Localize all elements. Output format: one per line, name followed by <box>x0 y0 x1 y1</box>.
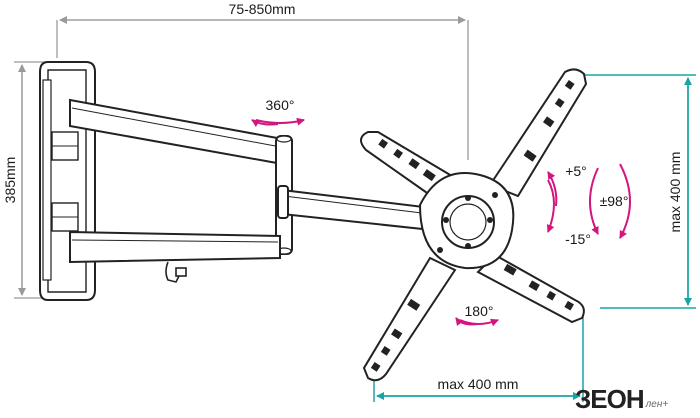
brand-logo: ЗЕОН лен+ <box>575 382 668 412</box>
max-horizontal-label: max 400 mm <box>438 376 519 392</box>
plate-rotation-label: 180° <box>465 303 494 319</box>
width-range-label: 75-850mm <box>229 1 296 17</box>
arm-swivel-arrow <box>251 117 305 128</box>
swivel-arrow <box>589 163 631 239</box>
lower-arm <box>69 230 281 264</box>
logo-text: ЗЕОН <box>575 384 645 414</box>
tilt-down-label: -15° <box>565 231 591 247</box>
vesa-vertical-dimension <box>580 74 696 309</box>
tilt-up-label: +5° <box>565 163 587 179</box>
arm-swivel-label: 360° <box>266 97 295 113</box>
tilt-arrow <box>546 171 558 233</box>
front-arm <box>277 185 433 232</box>
height-dimension <box>14 61 46 299</box>
vesa-plate <box>360 68 588 382</box>
wall-plate <box>39 61 96 301</box>
logo-subtext: лен+ <box>645 399 669 410</box>
cable-clip <box>165 261 187 283</box>
upper-arm <box>69 98 293 255</box>
height-label: 385mm <box>2 157 18 204</box>
width-dimension <box>56 16 469 160</box>
plate-rotation-arrow <box>455 317 499 327</box>
max-vertical-label: max 400 mm <box>667 152 683 233</box>
vesa-horizontal-dimension <box>373 312 584 402</box>
swivel-label: ±98° <box>600 193 629 209</box>
